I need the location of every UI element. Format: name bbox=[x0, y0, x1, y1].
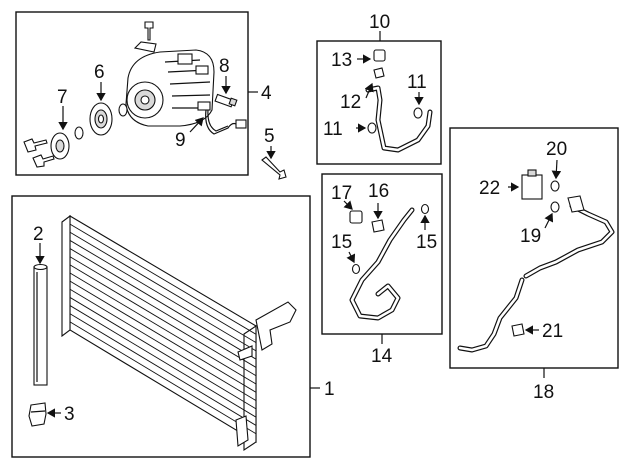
condenser-fin bbox=[69, 256, 257, 368]
callout-14: 14 bbox=[371, 346, 393, 367]
callout-15-left: 15 bbox=[331, 232, 352, 253]
pulley bbox=[89, 102, 113, 136]
condenser-fin bbox=[69, 305, 257, 418]
condenser-fin bbox=[69, 313, 257, 426]
condenser-fin bbox=[69, 248, 257, 360]
clutch-plate bbox=[50, 132, 70, 160]
discharge-hose-group: 10 13 12 11 11 bbox=[316, 12, 442, 165]
callout-8: 8 bbox=[219, 56, 230, 77]
callout-20: 20 bbox=[546, 139, 567, 160]
condenser-fin bbox=[69, 240, 257, 352]
o-ring-20 bbox=[550, 180, 560, 192]
callout-15-right: 15 bbox=[416, 232, 437, 253]
compressor-group-box bbox=[15, 11, 249, 176]
callout-21: 21 bbox=[542, 321, 563, 342]
liquid-line-box bbox=[449, 127, 619, 369]
condenser-fin bbox=[69, 272, 257, 385]
valve-21 bbox=[511, 323, 525, 337]
callout-11-left: 11 bbox=[323, 119, 343, 140]
compressor bbox=[125, 49, 215, 127]
suction-hose-group: 14 17 16 15 15 bbox=[321, 173, 443, 367]
callout-9: 9 bbox=[175, 130, 186, 151]
discharge-hose-box bbox=[316, 40, 442, 165]
o-ring-right bbox=[413, 107, 423, 119]
bracket bbox=[133, 41, 157, 53]
shim bbox=[74, 126, 84, 140]
callout-13: 13 bbox=[331, 50, 352, 71]
condenser-fin bbox=[69, 223, 257, 335]
callout-19: 19 bbox=[520, 226, 541, 247]
bolt-left bbox=[23, 138, 48, 153]
relief-valve bbox=[214, 93, 238, 108]
callout-16: 16 bbox=[368, 181, 389, 202]
pressure-switch bbox=[197, 101, 247, 135]
callout-10: 10 bbox=[369, 12, 390, 33]
callout-17: 17 bbox=[331, 183, 352, 204]
receiver-drier bbox=[33, 263, 48, 386]
o-ring-left bbox=[367, 122, 377, 134]
callout-4: 4 bbox=[261, 83, 272, 104]
callout-22: 22 bbox=[479, 178, 500, 199]
valve-16 bbox=[371, 219, 385, 233]
drier-plug bbox=[28, 402, 47, 427]
callout-1: 1 bbox=[324, 379, 335, 400]
service-valve bbox=[373, 67, 385, 79]
condenser-fin bbox=[69, 280, 257, 393]
callout-3: 3 bbox=[64, 404, 75, 425]
top-bolt bbox=[144, 21, 154, 41]
condenser-fin bbox=[69, 231, 257, 343]
callout-2: 2 bbox=[33, 224, 44, 245]
condenser-group-box bbox=[11, 195, 311, 458]
liquid-line-group: 18 22 20 19 21 bbox=[449, 127, 619, 403]
condenser-fin bbox=[69, 264, 257, 377]
callout-5: 5 bbox=[264, 126, 275, 147]
mounting-bolt: 5 bbox=[261, 126, 287, 180]
bolt-lower bbox=[32, 154, 55, 168]
callout-7: 7 bbox=[57, 87, 68, 108]
condenser-fin bbox=[69, 297, 257, 410]
condenser-fin bbox=[69, 321, 257, 435]
o-ring-15-left bbox=[351, 263, 361, 275]
callout-18: 18 bbox=[533, 382, 554, 403]
snap-ring bbox=[118, 103, 128, 117]
line-flange bbox=[567, 195, 585, 213]
condenser bbox=[61, 214, 297, 452]
o-ring-19 bbox=[550, 201, 560, 213]
o-ring-15-right bbox=[420, 203, 430, 215]
callout-6: 6 bbox=[94, 62, 105, 83]
callout-12: 12 bbox=[340, 92, 361, 113]
condenser-fin bbox=[69, 288, 257, 401]
compressor-group: 4 bbox=[15, 11, 272, 176]
expansion-valve bbox=[521, 169, 543, 200]
callout-11-top: 11 bbox=[407, 72, 427, 93]
plug-17 bbox=[349, 210, 363, 224]
cap bbox=[373, 49, 386, 62]
condenser-group: 1 2 3 bbox=[11, 195, 335, 458]
